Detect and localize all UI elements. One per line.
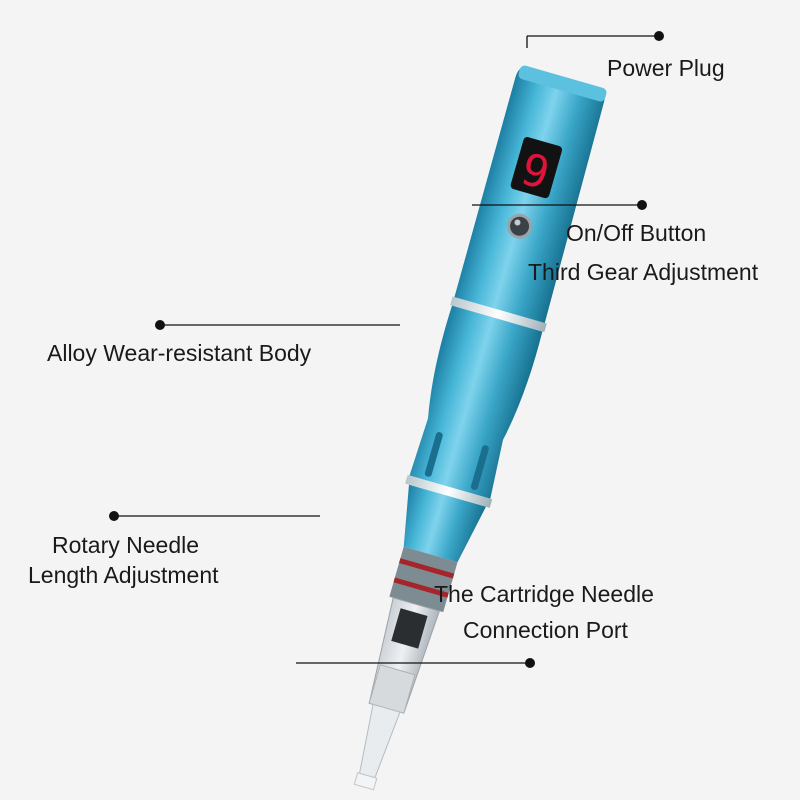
pen-lower-body: [409, 305, 543, 499]
label-length-adjustment: Length Adjustment: [28, 562, 219, 588]
label-cartridge-needle: The Cartridge Needle: [434, 581, 654, 607]
digital-display: [510, 137, 563, 199]
label-alloy-body: Alloy Wear-resistant Body: [47, 340, 312, 366]
label-connection-port: Connection Port: [463, 617, 628, 643]
label-third-gear-adjustment: Third Gear Adjustment: [528, 259, 759, 285]
pen-upper-body: [453, 66, 605, 327]
label-on-off-button: On/Off Button: [566, 220, 707, 246]
label-rotary-needle: Rotary Needle: [52, 532, 200, 558]
label-power-plug: Power Plug: [607, 55, 725, 81]
on-off-button: [507, 213, 533, 239]
